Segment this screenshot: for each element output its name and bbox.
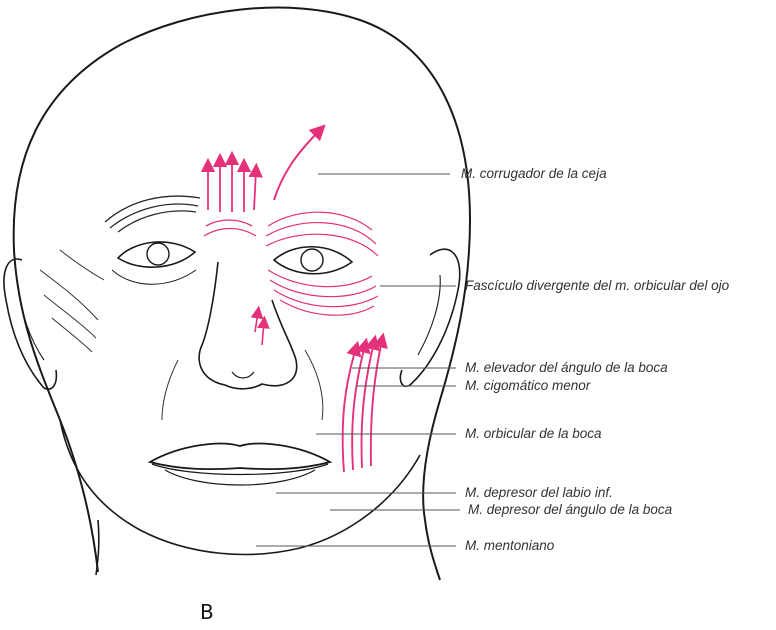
head-outline bbox=[14, 8, 470, 580]
left-eyebrow bbox=[105, 196, 200, 232]
panel-letter: B bbox=[200, 600, 214, 624]
label-orbicular-boca: M. orbicular de la boca bbox=[465, 426, 602, 442]
procerus-arrows bbox=[208, 158, 256, 212]
mouth bbox=[150, 444, 330, 470]
nasal-arrows bbox=[255, 312, 264, 345]
label-mentoniano: M. mentoniano bbox=[465, 538, 554, 554]
leader-lines bbox=[256, 174, 460, 546]
corrugator-arrow bbox=[274, 130, 320, 200]
label-elevador-angulo-boca: M. elevador del ángulo de la boca bbox=[465, 360, 668, 376]
zygomatic-arrows bbox=[343, 340, 382, 472]
right-ear bbox=[400, 249, 459, 386]
label-corrugador: M. corrugador de la ceja bbox=[461, 166, 607, 182]
left-ear bbox=[4, 259, 56, 389]
label-depresor-labio: M. depresor del labio inf. bbox=[465, 485, 613, 501]
nose bbox=[199, 262, 297, 389]
left-wrinkles bbox=[40, 250, 104, 352]
right-eye bbox=[274, 247, 352, 274]
jaw-outline bbox=[60, 420, 420, 554]
left-eye bbox=[118, 242, 195, 267]
neck-left bbox=[96, 520, 99, 575]
eyebrow-curves bbox=[204, 220, 256, 236]
label-depresor-angulo: M. depresor del ángulo de la boca bbox=[468, 502, 672, 518]
label-cigomatico-menor: M. cigomático menor bbox=[465, 378, 590, 394]
label-fasciculo-divergente: Fascículo divergente del m. orbicular de… bbox=[465, 278, 729, 294]
